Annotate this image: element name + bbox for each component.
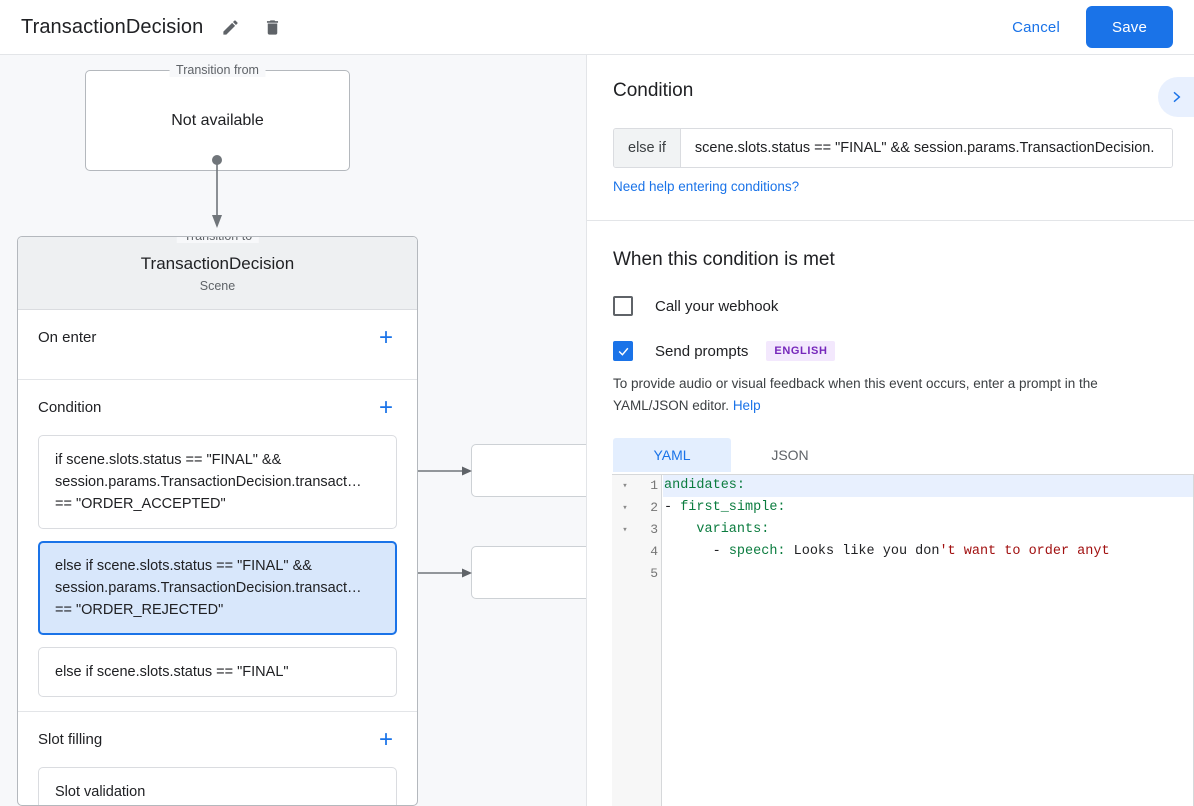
section-slot-filling: Slot filling + Slot validation — [18, 712, 417, 805]
code-token: first_simple — [680, 500, 778, 515]
panel-header: Condition else if Need help entering con… — [587, 55, 1194, 221]
slot-validation-item[interactable]: Slot validation — [38, 767, 397, 805]
code-token: : — [777, 500, 786, 515]
line-number: 2 — [650, 500, 658, 515]
section-header: Slot filling + — [38, 712, 397, 767]
editor-fold-gutter[interactable]: ▾ ▾ ▾ — [612, 475, 638, 806]
transition-from-value: Not available — [171, 111, 264, 129]
code-line[interactable] — [663, 563, 1194, 585]
transition-to-legend: Transition to — [176, 237, 260, 243]
code-token — [664, 522, 696, 537]
add-condition-button[interactable]: + — [378, 393, 393, 421]
section-title: Slot filling — [38, 731, 103, 749]
section-title: Condition — [38, 399, 102, 416]
connector-arrow — [212, 155, 222, 228]
section-on-enter: On enter + — [18, 310, 417, 380]
scene-type-label: Scene — [199, 278, 236, 293]
when-condition-met-title: When this condition is met — [613, 249, 835, 270]
editor-line-number-gutter: 1 2 3 4 5 — [638, 475, 662, 806]
topbar-actions: Cancel Save — [1000, 6, 1173, 48]
fold-toggle-icon[interactable]: ▾ — [622, 503, 628, 513]
editor-code-area[interactable]: andidates:- first_simple: variants: - sp… — [663, 475, 1194, 806]
tab-json[interactable]: JSON — [771, 447, 809, 464]
line-number: 5 — [650, 566, 658, 581]
code-token: : — [777, 544, 794, 559]
line-number: 4 — [650, 544, 658, 559]
line-number: 3 — [650, 522, 658, 537]
code-token: 't want to order anyt — [939, 544, 1110, 559]
scene-name: TransactionDecision — [140, 253, 295, 273]
page-title: TransactionDecision — [21, 15, 204, 38]
prompt-hint-text: To provide audio or visual feedback when… — [613, 373, 1168, 416]
code-token: - — [664, 500, 681, 515]
option-send-prompts[interactable]: Send prompts ENGLISH — [613, 341, 1168, 361]
transition-target-node[interactable] — [471, 546, 586, 599]
fold-toggle-icon[interactable]: ▾ — [622, 481, 628, 491]
code-token: - — [664, 544, 729, 559]
need-help-link[interactable]: Need help entering conditions? — [613, 179, 800, 194]
transition-from-legend: Transition from — [169, 63, 266, 77]
condition-item[interactable]: else if scene.slots.status == "FINAL" — [38, 647, 397, 698]
code-line[interactable]: - first_simple: — [663, 497, 1194, 519]
condition-item-selected[interactable]: else if scene.slots.status == "FINAL" &&… — [38, 541, 397, 636]
scene-graph-canvas[interactable]: Transition from Not available Transition… — [0, 55, 586, 806]
format-tabs: YAML JSON — [613, 438, 1168, 473]
transition-target-node[interactable] — [471, 444, 586, 497]
hint-body: To provide audio or visual feedback when… — [613, 376, 1098, 413]
line-number: 1 — [650, 478, 658, 493]
trash-icon[interactable] — [257, 12, 287, 42]
condition-item[interactable]: if scene.slots.status == "FINAL" && sess… — [38, 435, 397, 530]
top-app-bar: TransactionDecision Cancel Save — [0, 0, 1194, 55]
code-token: Looks like you don — [793, 544, 940, 559]
option-call-webhook[interactable]: Call your webhook — [613, 296, 1168, 316]
pencil-icon[interactable] — [215, 12, 245, 42]
panel-body: When this condition is met Call your web… — [587, 221, 1194, 473]
tab-yaml[interactable]: YAML — [613, 438, 731, 473]
code-token: andidates — [664, 478, 737, 493]
language-badge: ENGLISH — [766, 341, 836, 361]
condition-input-row: else if — [613, 128, 1173, 168]
add-on-enter-button[interactable]: + — [378, 323, 393, 351]
code-line[interactable]: variants: — [663, 519, 1194, 541]
code-token: speech — [728, 544, 778, 559]
code-line[interactable]: andidates: — [663, 475, 1194, 497]
code-token: variants — [696, 522, 762, 537]
panel-title: Condition — [613, 80, 694, 101]
transition-to-card[interactable]: Transition to TransactionDecision Scene … — [17, 236, 418, 806]
code-token: : — [736, 478, 746, 493]
help-link[interactable]: Help — [732, 397, 761, 413]
scene-card-header: TransactionDecision Scene — [18, 237, 417, 310]
condition-expression-input[interactable] — [680, 129, 1172, 167]
fold-toggle-icon[interactable] — [612, 541, 638, 563]
code-token: : — [761, 522, 770, 537]
send-prompts-checkbox[interactable] — [613, 341, 633, 361]
fold-toggle-icon[interactable]: ▾ — [622, 525, 628, 535]
add-slot-filling-button[interactable]: + — [378, 725, 393, 753]
fold-toggle-icon[interactable] — [612, 563, 638, 585]
call-webhook-checkbox[interactable] — [613, 296, 633, 316]
chevron-right-icon[interactable] — [1158, 77, 1194, 117]
code-line[interactable]: - speech: Looks like you don't want to o… — [663, 541, 1194, 563]
section-header: Condition + — [38, 380, 397, 435]
cancel-button[interactable]: Cancel — [1000, 10, 1072, 45]
send-prompts-label: Send prompts — [655, 342, 749, 360]
section-condition: Condition + if scene.slots.status == "FI… — [18, 380, 417, 713]
section-header: On enter + — [38, 310, 397, 365]
call-webhook-label: Call your webhook — [655, 297, 779, 315]
transition-from-card[interactable]: Transition from Not available — [85, 63, 350, 171]
save-button[interactable]: Save — [1086, 6, 1173, 48]
condition-prefix-label: else if — [614, 129, 681, 167]
section-title: On enter — [38, 329, 97, 346]
